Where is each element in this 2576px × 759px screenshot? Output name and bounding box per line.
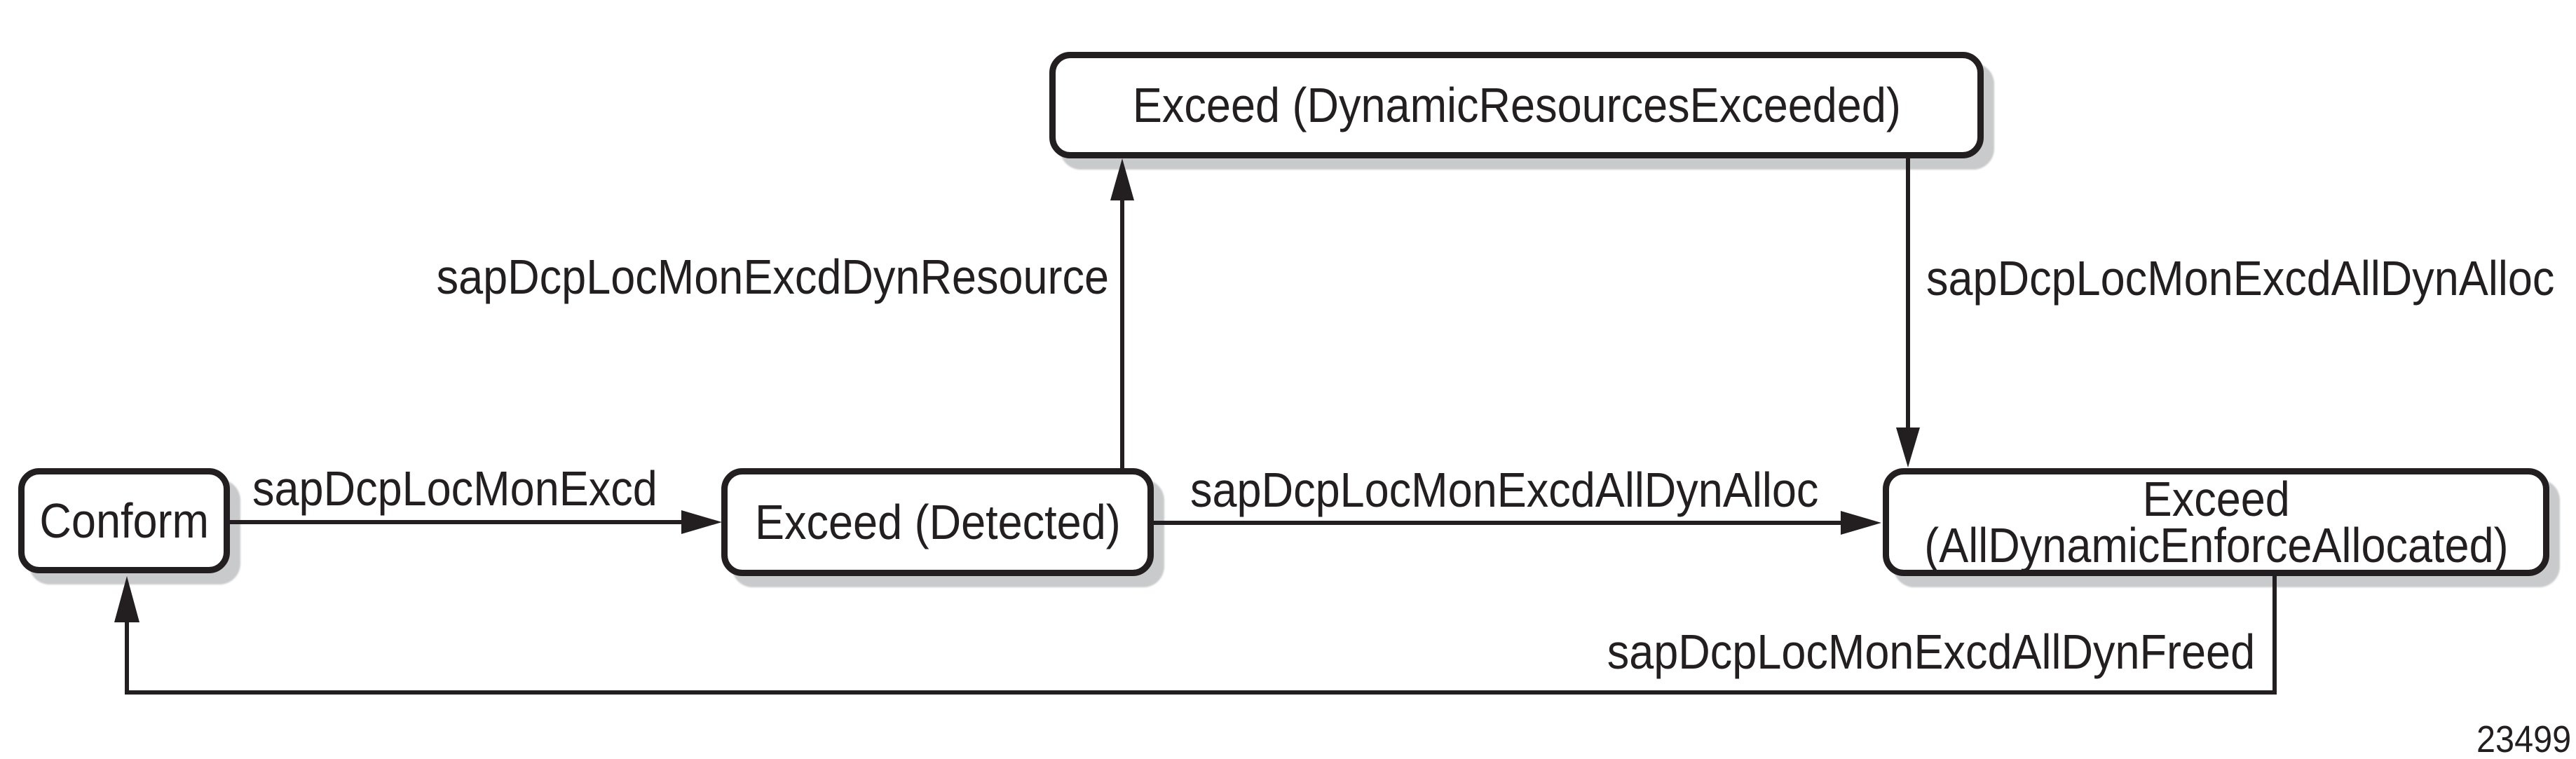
transition-label-sapdcplocmonexcdalldynalloc-mid: sapDcpLocMonExcdAllDynAlloc <box>1190 463 1819 517</box>
transition-line-return-vertical-left <box>125 621 129 695</box>
transition-label-sapdcplocmonexcdalldynalloc-right: sapDcpLocMonExcdAllDynAlloc <box>1926 251 2555 306</box>
state-box-exceed-detected: Exceed (Detected) <box>721 468 1154 576</box>
transition-line-return-horizontal <box>125 690 2277 695</box>
arrowhead-right-into-all-dynamic-icon <box>1841 511 1881 535</box>
state-box-exceed-all-dynamic-enforce-allocated: Exceed (AllDynamicEnforceAllocated) <box>1883 468 2549 576</box>
figure-number: 23499 <box>2476 718 2571 759</box>
arrowhead-right-into-detected-icon <box>681 510 722 534</box>
state-box-exceed-dynamic-resources-exceeded: Exceed (DynamicResourcesExceeded) <box>1049 52 1984 158</box>
transition-line-detected-to-dynamic-resources <box>1120 199 1124 470</box>
transition-line-detected-to-all-dynamic <box>1154 521 1842 525</box>
arrowhead-up-into-dynamic-resources-icon <box>1110 158 1134 200</box>
state-label-exceed-detected: Exceed (Detected) <box>754 495 1121 549</box>
state-label-exceed-all-dynamic-line2: (AllDynamicEnforceAllocated) <box>1923 518 2509 573</box>
transition-line-dynamic-resources-to-all-dynamic <box>1906 157 1910 430</box>
state-box-conform: Conform <box>18 468 230 573</box>
state-label-exceed-dynamic-resources-exceeded: Exceed (DynamicResourcesExceeded) <box>1132 78 1901 132</box>
transition-label-sapdcplocmonexcd: sapDcpLocMonExcd <box>252 461 657 516</box>
state-label-exceed-all-dynamic-line1: Exceed <box>2142 472 2290 526</box>
transition-label-sapdcplocmonexcdalldynfreed: sapDcpLocMonExcdAllDynFreed <box>1607 624 2255 679</box>
arrowhead-down-into-all-dynamic-icon <box>1896 428 1920 467</box>
arrowhead-up-into-conform-icon <box>114 576 139 622</box>
transition-line-conform-to-detected <box>230 520 683 524</box>
transition-label-sapdcplocmonexcddynresource: sapDcpLocMonExcdDynResource <box>436 249 1109 304</box>
transition-line-return-vertical-right <box>2272 575 2277 695</box>
state-label-conform: Conform <box>39 493 209 548</box>
